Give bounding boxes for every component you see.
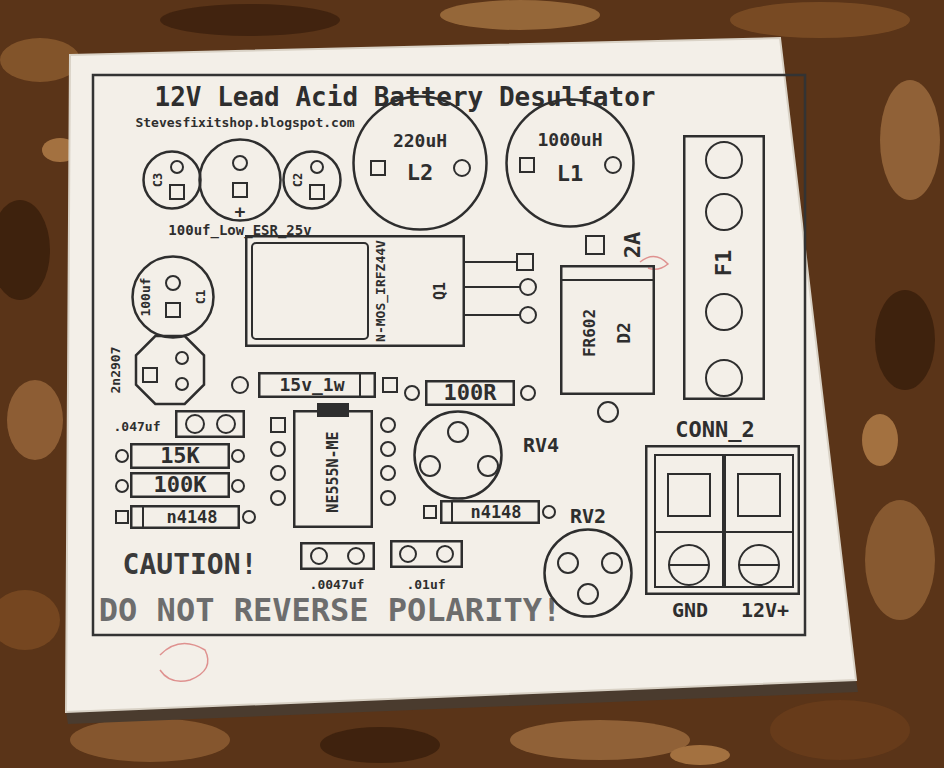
component-label: 100uf [139,277,152,316]
outline-shape [142,150,202,210]
component-label: .047uf [114,420,161,433]
component-outline: 100K [130,472,230,498]
component-label: n4148 [470,504,521,521]
component-label: C1 [195,290,207,304]
component-outline: .047uf [175,410,245,438]
outline-shape [645,445,800,595]
component-label: 100uf_Low_ESR_25v [168,223,311,237]
component-label: 1000uH [537,131,602,149]
component-outline: FR602 D2 [560,265,655,395]
footprint-pads [116,142,793,604]
component-circle: 100uf C1 [131,255,215,339]
silkscreen-border [93,75,805,635]
transistor-outline: 2n2907 [135,335,205,405]
component-label: FR602 [582,309,598,357]
component-label: RV4 [523,435,559,455]
outline-shape [135,335,205,405]
component-label: NE555N-ME [326,431,341,512]
component-circle: C3 [142,150,202,210]
component-outline: N-MOS_IRFZ44V Q1 [245,235,465,347]
component-label: CONN_2 [675,419,754,441]
outline-shape [282,150,342,210]
website-text: Stevesfixitshop.blogspot.com [135,116,354,129]
component-label: GND [672,600,708,620]
component-label: 15v_1w [279,376,344,394]
outline-shape [543,528,633,618]
component-label: L1 [557,163,584,185]
component-label: N-MOS_IRFZ44V [374,240,387,342]
warning-text: DO NOT REVERSE POLARITY! [99,594,561,626]
component-outline: NE555N-ME [293,410,373,528]
component-outline: 2AF1 [683,135,765,400]
component-circle: 220uH L2 [352,95,488,231]
outline-shape [413,410,503,500]
caution-text: CAUTION! [123,551,258,579]
component-outline: 15v_1w [258,372,376,398]
outline-shape [300,542,375,570]
outline-shape [175,410,245,438]
component-label: .01uf [406,578,445,591]
outline-shape [560,265,655,395]
component-outline: CONN_2GND12V+ [645,445,800,595]
component-outline: 100R [425,380,515,406]
component-label: C3 [152,173,164,187]
component-label: n4148 [166,509,217,526]
component-label: 100K [154,474,207,496]
component-outline: n4148 [130,505,240,529]
component-label: 12V+ [741,600,789,620]
component-circle: +100uf_Low_ESR_25v [198,138,282,222]
component-label: 2A [622,232,644,259]
component-label: C2 [292,173,304,187]
component-circle: RV2 [543,528,633,618]
component-label: Q1 [433,282,448,300]
pcb-board [66,38,856,712]
component-outline: n4148 [440,500,540,524]
outline-shape [390,540,463,568]
component-circle: C2 [282,150,342,210]
component-circle: RV4 [413,410,503,500]
component-label: 2n2907 [109,347,122,394]
component-circle: 1000uH L1 [505,98,635,228]
component-label: 220uH [393,132,447,150]
component-label: 15K [160,445,200,467]
component-label: + [235,203,246,221]
component-label: D2 [615,322,633,344]
component-label: .0047uf [310,578,365,591]
component-label: RV2 [570,506,606,526]
component-outline: .01uf [390,540,463,568]
component-outline: 15K [130,443,230,469]
component-outline: .0047uf [300,542,375,570]
component-label: 100R [444,382,497,404]
component-label: F1 [713,250,735,277]
component-label: L2 [407,162,434,184]
